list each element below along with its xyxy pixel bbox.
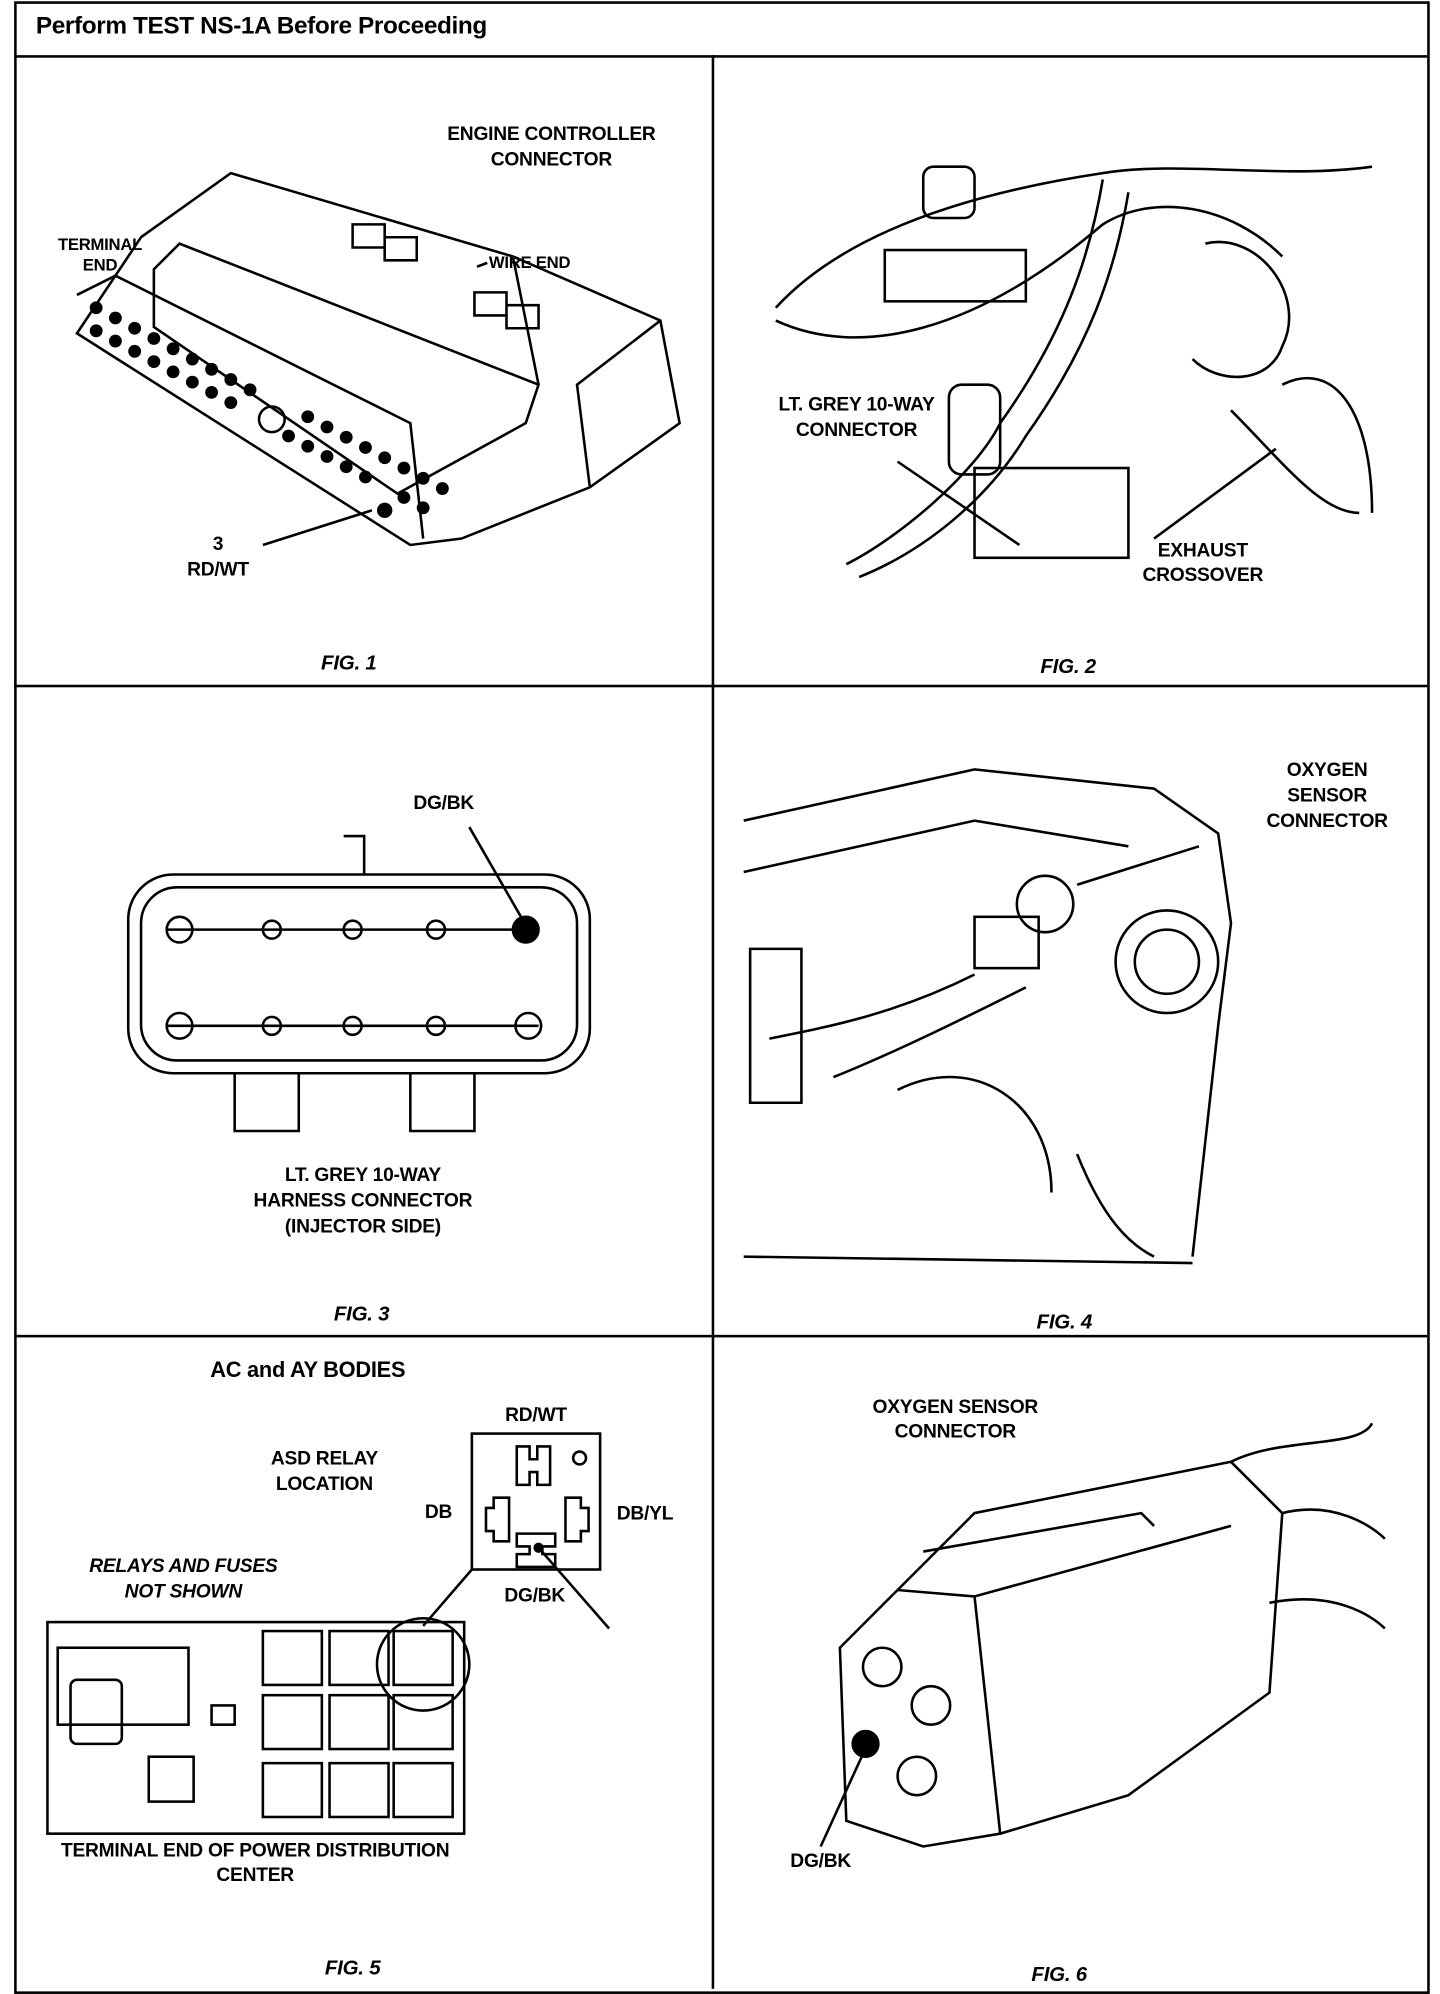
row-divider-2 [14,1334,1428,1338]
engine-bay-drawing [743,768,1233,1265]
dg-bk-terminal [511,915,540,944]
dg-bk-terminal [851,1729,880,1759]
fig6-title-line2: CONNECTOR [894,1420,1017,1443]
fig1-title-line2: CONNECTOR [490,148,613,171]
pin-number-label: 3 [212,533,224,556]
fig6-title-line1: OXYGEN SENSOR [872,1396,1039,1419]
fig2-connector-label-2: CONNECTOR [795,419,918,442]
fig3-caption: FIG. 3 [333,1304,390,1326]
fig3-title-line1: LT. GREY 10-WAY [284,1164,441,1187]
wire-end-label: WIRE END [488,252,571,272]
fig2-caption: FIG. 2 [1040,656,1096,679]
row-divider-1 [14,684,1428,688]
relay-location-line1: ASD RELAY [270,1447,378,1470]
fig4-caption: FIG. 4 [1036,1311,1093,1334]
fig6-wire-label: DG/BK [790,1850,852,1873]
terminal-end-label-1: TERMINAL [57,234,143,254]
exhaust-label-2: CROSSOVER [1142,564,1264,587]
relay-top-wire: RD/WT [505,1404,567,1426]
header-divider [14,55,1428,58]
relay-left-wire: DB [424,1501,453,1524]
terminal-end-label-2: END [82,255,118,275]
fig1-title-line1: ENGINE CONTROLLER [447,123,656,145]
header-title: Perform TEST NS-1A Before Proceeding [35,12,487,40]
fig5-title: AC and AY BODIES [210,1357,406,1383]
pdc-label-line2: CENTER [216,1864,294,1887]
column-divider [711,55,715,1989]
fig4-label-line3: CONNECTOR [1266,810,1389,833]
fig2-connector-label-1: LT. GREY 10-WAY [778,393,935,416]
fig5-caption: FIG. 5 [324,1958,381,1980]
fig1-caption: FIG. 1 [321,652,377,675]
exhaust-label-1: EXHAUST [1157,539,1248,562]
connector-pins [89,301,449,519]
harness-connector-drawing [126,826,592,1133]
fig3-wire-label: DG/BK [413,792,475,815]
fig4-label-line2: SENSOR [1287,784,1368,807]
power-distribution-center-drawing [46,1432,611,1835]
harness-drawing [774,165,1374,579]
fig3-title-line3: (INJECTOR SIDE) [284,1215,441,1238]
relay-location-line2: LOCATION [275,1473,373,1496]
fig6-caption: FIG. 6 [1031,1964,1087,1987]
fig4-label-line1: OXYGEN [1286,759,1368,781]
fig3-title-line2: HARNESS CONNECTOR [253,1189,473,1212]
pdc-label-line1: TERMINAL END OF POWER DISTRIBUTION [60,1840,450,1862]
page-frame [14,1,1430,1994]
pin-wire-color-label: RD/WT [187,559,249,581]
relay-right-wire: DB/YL [616,1502,674,1525]
oxygen-sensor-connector-drawing [819,1422,1386,1848]
engine-controller-connector-drawing [75,171,682,547]
relays-note-line1: RELAYS AND FUSES [89,1555,278,1578]
relays-note-line2: NOT SHOWN [124,1581,243,1603]
relay-bottom-wire: DG/BK [504,1584,566,1607]
